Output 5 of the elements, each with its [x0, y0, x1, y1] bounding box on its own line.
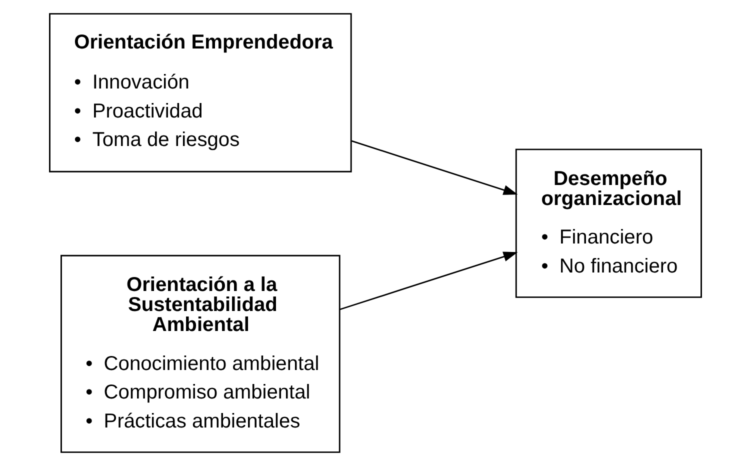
- arrow: [338, 252, 518, 310]
- node-box: Orientación a la Sustentabilidad Ambiental • Conocimiento ambiental • Compromiso ambiental • Prácticas ambientales: [60, 254, 340, 453]
- node-box: Orientación Emprendedora • Innovación • Proactividad • Toma de riesgos: [48, 13, 352, 172]
- arrow: [350, 140, 518, 195]
- node-box: Desempeño organizacional • Financiero • No financiero: [514, 148, 702, 298]
